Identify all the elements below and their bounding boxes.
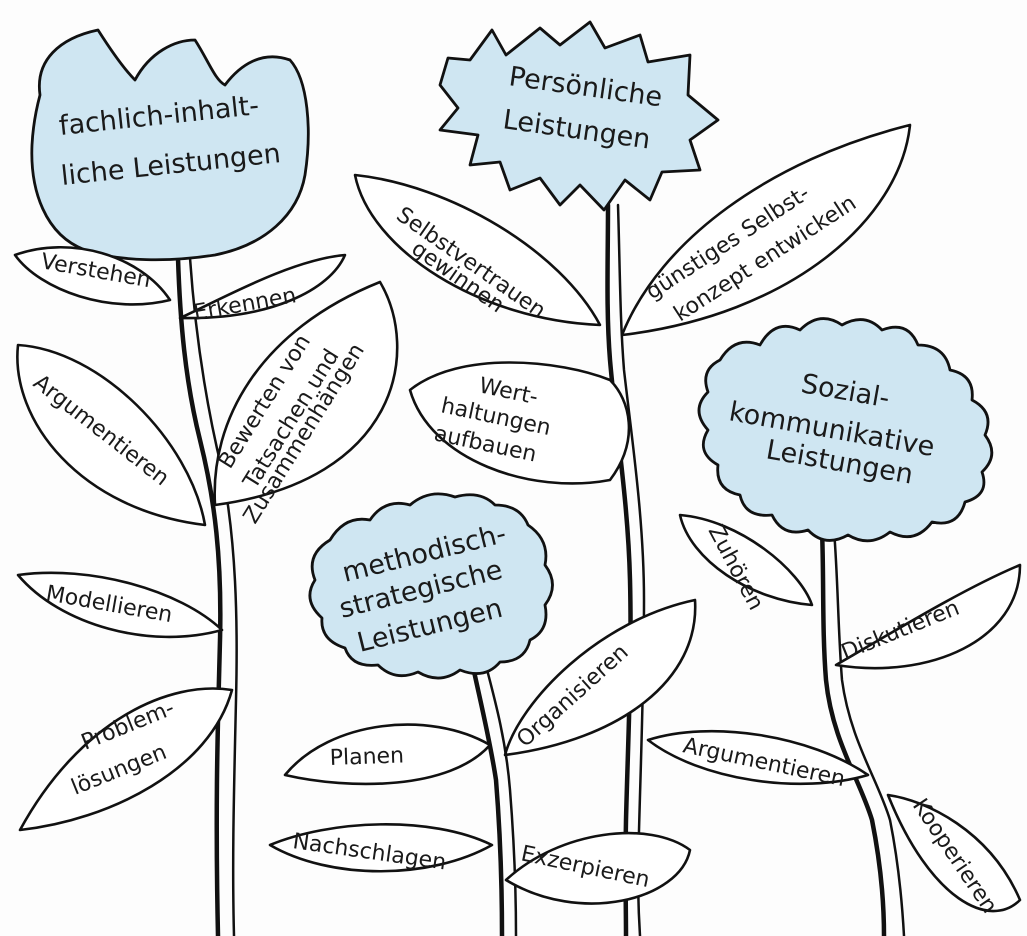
leaf-selbstvertrauen <box>353 173 602 327</box>
leaf-modellieren <box>16 571 224 639</box>
leaf-verstehen <box>13 246 172 306</box>
stems <box>175 202 906 936</box>
stem-fachlich <box>175 255 223 936</box>
blossom-persoenlich <box>438 20 720 212</box>
leaf-kooperieren <box>886 793 1022 913</box>
leaves <box>13 123 1022 913</box>
leaf-organisieren <box>503 598 697 757</box>
leaf-planen <box>283 723 492 786</box>
leaf-argumentieren-1 <box>16 343 207 527</box>
blossom-sozial <box>697 317 994 543</box>
leaf-zuhoeren <box>678 513 814 607</box>
stem-sozial-edge <box>832 528 906 936</box>
stem-methodisch <box>469 659 505 936</box>
leaf-selbstkonzept <box>620 123 912 337</box>
stem-sozial <box>819 527 887 936</box>
label-planen: Planen <box>329 743 404 771</box>
leaf-argumentieren-2 <box>646 729 870 786</box>
stem-fachlich-edge <box>188 256 238 936</box>
leaf-bewerten <box>213 280 399 507</box>
stem-methodisch-edge <box>483 660 518 936</box>
stem-persoenlich <box>605 202 633 936</box>
blossom-methodisch <box>308 492 554 680</box>
leaf-diskutieren <box>834 563 1022 670</box>
blossoms <box>30 20 994 680</box>
leaf-problemloesungen <box>18 687 234 832</box>
leaf-exzerpieren <box>504 831 692 905</box>
blossom-fachlich <box>30 28 310 262</box>
leaf-werthaltungen <box>408 361 631 485</box>
leaf-nachschlagen <box>268 823 494 873</box>
leaf-erkennen <box>178 253 347 320</box>
